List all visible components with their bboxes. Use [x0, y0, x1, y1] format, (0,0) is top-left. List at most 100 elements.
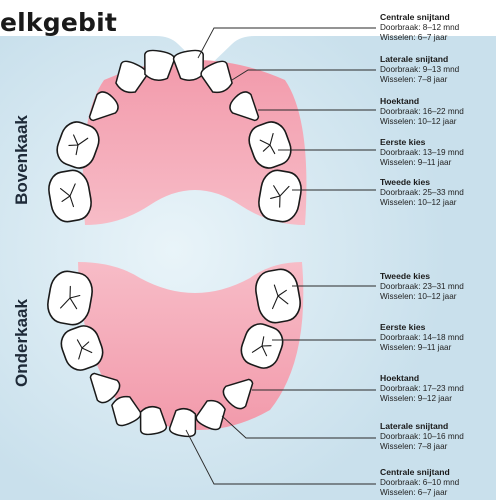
lower-right-first-molar — [240, 323, 284, 369]
shed-line: Wisselen: 6–7 jaar — [380, 488, 496, 498]
lower-right-canine — [222, 378, 254, 410]
shed-value: 10–12 jaar — [417, 291, 457, 301]
upper-left-central-incisor — [144, 49, 176, 82]
info-upper-first-molar: Eerste kies Doorbraak: 13–19 mnd Wissele… — [380, 137, 496, 168]
info-lower-second-molar: Tweede kies Doorbraak: 23–31 mnd Wissele… — [380, 271, 496, 302]
shed-value: 9–11 jaar — [417, 157, 452, 167]
upper-left-second-molar — [48, 169, 92, 223]
tooth-name: Laterale snijtand — [380, 54, 449, 64]
leader-lower-central-incisor — [185, 429, 376, 485]
eruption-line: Doorbraak: 6–10 mnd — [380, 478, 496, 488]
upper-left-first-molar — [56, 121, 100, 169]
lower-right-second-molar — [255, 268, 301, 324]
eruption-value: 9–13 mnd — [422, 64, 460, 74]
eruption-value: 10–16 mnd — [422, 431, 464, 441]
tooth-name: Hoektand — [380, 373, 420, 383]
eruption-value: 16–22 mnd — [422, 106, 464, 116]
info-upper-central-incisor: Centrale snijtand Doorbraak: 8–12 mnd Wi… — [380, 12, 496, 43]
shed-value: 9–12 jaar — [417, 393, 452, 403]
eruption-label: Doorbraak: — [380, 187, 421, 197]
shed-value: 7–8 jaar — [417, 441, 448, 451]
eruption-label: Doorbraak: — [380, 22, 421, 32]
shed-label: Wisselen: — [380, 291, 416, 301]
shed-value: 10–12 jaar — [417, 197, 457, 207]
shed-line: Wisselen: 9–12 jaar — [380, 394, 496, 404]
tooth-name: Hoektand — [380, 96, 420, 106]
eruption-value: 13–19 mnd — [422, 147, 464, 157]
eruption-label: Doorbraak: — [380, 106, 421, 116]
eruption-value: 8–12 mnd — [422, 22, 460, 32]
shed-label: Wisselen: — [380, 74, 416, 84]
leader-upper-lateral-incisor — [231, 69, 376, 81]
shed-value: 7–8 jaar — [417, 74, 448, 84]
leader-lower-lateral-incisor — [221, 415, 376, 439]
shed-line: Wisselen: 7–8 jaar — [380, 75, 496, 85]
tooth-name: Tweede kies — [380, 177, 430, 187]
teeth-layer — [47, 49, 302, 438]
lower-left-first-molar — [60, 325, 104, 371]
upper-right-central-incisor — [172, 49, 204, 82]
shed-value: 6–7 jaar — [417, 487, 448, 497]
eruption-line: Doorbraak: 25–33 mnd — [380, 188, 496, 198]
eruption-label: Doorbraak: — [380, 64, 421, 74]
shed-label: Wisselen: — [380, 116, 416, 126]
shed-line: Wisselen: 9–11 jaar — [380, 158, 496, 168]
info-lower-canine: Hoektand Doorbraak: 17–23 mnd Wisselen: … — [380, 373, 496, 404]
eruption-value: 6–10 mnd — [422, 477, 460, 487]
eruption-label: Doorbraak: — [380, 281, 421, 291]
shed-value: 6–7 jaar — [417, 32, 448, 42]
info-lower-lateral-incisor: Laterale snijtand Doorbraak: 10–16 mnd W… — [380, 421, 496, 452]
info-lower-first-molar: Eerste kies Doorbraak: 14–18 mnd Wissele… — [380, 322, 496, 353]
lower-left-second-molar — [47, 270, 93, 326]
upper-right-lateral-incisor — [200, 60, 233, 94]
header-panel — [0, 0, 496, 70]
shed-label: Wisselen: — [380, 487, 416, 497]
lower-right-lateral-incisor — [195, 399, 226, 431]
shed-line: Wisselen: 10–12 jaar — [380, 117, 496, 127]
shed-line: Wisselen: 10–12 jaar — [380, 292, 496, 302]
eruption-value: 23–31 mnd — [422, 281, 464, 291]
tooth-name: Centrale snijtand — [380, 12, 450, 22]
shed-label: Wisselen: — [380, 342, 416, 352]
shed-label: Wisselen: — [380, 157, 416, 167]
shed-value: 10–12 jaar — [417, 116, 457, 126]
shed-line: Wisselen: 7–8 jaar — [380, 442, 496, 452]
shed-value: 9–11 jaar — [417, 342, 452, 352]
info-upper-lateral-incisor: Laterale snijtand Doorbraak: 9–13 mnd Wi… — [380, 54, 496, 85]
eruption-label: Doorbraak: — [380, 431, 421, 441]
shed-label: Wisselen: — [380, 197, 416, 207]
lower-jaw-label: Onderkaak — [12, 299, 31, 387]
eruption-line: Doorbraak: 13–19 mnd — [380, 148, 496, 158]
eruption-line: Doorbraak: 14–18 mnd — [380, 333, 496, 343]
lower-left-central-incisor — [139, 405, 168, 436]
leader-upper-central-incisor — [197, 27, 376, 59]
eruption-line: Doorbraak: 8–12 mnd — [380, 23, 496, 33]
eruption-label: Doorbraak: — [380, 477, 421, 487]
page-title: elkgebit — [0, 8, 118, 37]
lower-left-lateral-incisor — [111, 395, 142, 427]
eruption-line: Doorbraak: 23–31 mnd — [380, 282, 496, 292]
upper-jaw-label: Bovenkaak — [12, 115, 31, 205]
shed-line: Wisselen: 6–7 jaar — [380, 33, 496, 43]
eruption-line: Doorbraak: 17–23 mnd — [380, 384, 496, 394]
leader-lines — [185, 27, 376, 485]
tooth-name: Eerste kies — [380, 137, 426, 147]
lower-left-canine — [89, 372, 121, 404]
lower-right-central-incisor — [168, 407, 197, 438]
shed-line: Wisselen: 9–11 jaar — [380, 343, 496, 353]
eruption-label: Doorbraak: — [380, 332, 421, 342]
eruption-line: Doorbraak: 16–22 mnd — [380, 107, 496, 117]
shed-label: Wisselen: — [380, 441, 416, 451]
upper-left-canine — [88, 91, 119, 122]
tooth-name: Tweede kies — [380, 271, 430, 281]
eruption-value: 25–33 mnd — [422, 187, 464, 197]
tooth-name: Centrale snijtand — [380, 467, 450, 477]
eruption-label: Doorbraak: — [380, 383, 421, 393]
eruption-line: Doorbraak: 9–13 mnd — [380, 65, 496, 75]
upper-right-first-molar — [248, 121, 292, 169]
info-lower-central-incisor: Centrale snijtand Doorbraak: 6–10 mnd Wi… — [380, 467, 496, 498]
shed-line: Wisselen: 10–12 jaar — [380, 198, 496, 208]
eruption-value: 14–18 mnd — [422, 332, 464, 342]
shed-label: Wisselen: — [380, 32, 416, 42]
